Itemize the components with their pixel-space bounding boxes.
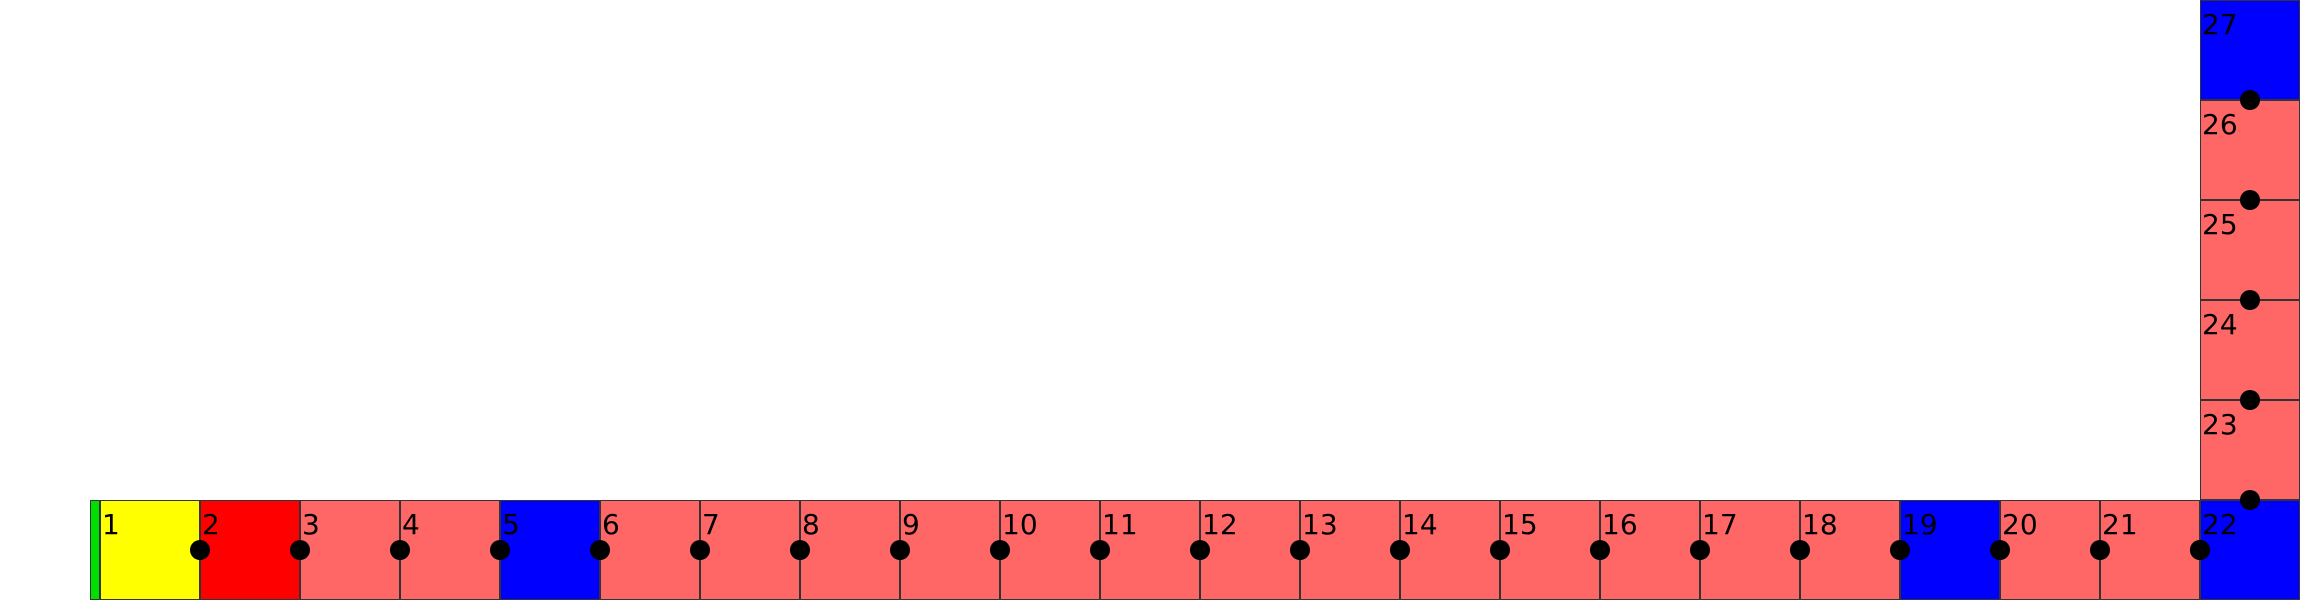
cell-number: 23 <box>2202 408 2238 441</box>
cell-number: 16 <box>1602 508 1638 541</box>
path-dot <box>290 540 310 560</box>
cell-number: 12 <box>1202 508 1238 541</box>
board-cell-9: 9 <box>900 500 1000 600</box>
cell-number: 27 <box>2202 8 2238 41</box>
path-dot <box>1590 540 1610 560</box>
board-cell-16: 16 <box>1600 500 1700 600</box>
cell-number: 25 <box>2202 208 2238 241</box>
path-dot <box>990 540 1010 560</box>
board-cell-11: 11 <box>1100 500 1200 600</box>
board-cell-18: 18 <box>1800 500 1900 600</box>
cell-number: 20 <box>2002 508 2038 541</box>
board-cell-14: 14 <box>1400 500 1500 600</box>
path-dot <box>1790 540 1810 560</box>
board-cell-5: 5 <box>500 500 600 600</box>
cell-number: 15 <box>1502 508 1538 541</box>
board-cell-8: 8 <box>800 500 900 600</box>
cell-number: 1 <box>102 508 120 541</box>
cell-number: 2 <box>202 508 220 541</box>
cell-number: 10 <box>1002 508 1038 541</box>
board-cell-1: 1 <box>100 500 200 600</box>
path-dot <box>590 540 610 560</box>
cell-number: 3 <box>302 508 320 541</box>
path-dot <box>1690 540 1710 560</box>
board-cell-7: 7 <box>700 500 800 600</box>
path-dot <box>1890 540 1910 560</box>
path-dot <box>2240 190 2260 210</box>
board-cell-3: 3 <box>300 500 400 600</box>
board-cell-15: 15 <box>1500 500 1600 600</box>
path-dot <box>390 540 410 560</box>
cell-number: 9 <box>902 508 920 541</box>
path-dot <box>1190 540 1210 560</box>
cell-number: 26 <box>2202 108 2238 141</box>
cell-number: 8 <box>802 508 820 541</box>
board-cell-27: 27 <box>2200 0 2300 100</box>
path-dot <box>2240 490 2260 510</box>
path-dot <box>1490 540 1510 560</box>
path-dot <box>490 540 510 560</box>
path-dot <box>2240 390 2260 410</box>
path-dot <box>2240 90 2260 110</box>
cell-number: 17 <box>1702 508 1738 541</box>
board-cell-6: 6 <box>600 500 700 600</box>
board-cell-26: 26 <box>2200 100 2300 200</box>
path-dot <box>2090 540 2110 560</box>
cell-number: 13 <box>1302 508 1338 541</box>
cell-number: 14 <box>1402 508 1438 541</box>
path-dot <box>2190 540 2210 560</box>
board-cell-23: 23 <box>2200 400 2300 500</box>
path-dot <box>1290 540 1310 560</box>
board-cell-21: 21 <box>2100 500 2200 600</box>
path-dot <box>2240 290 2260 310</box>
cell-number: 21 <box>2102 508 2138 541</box>
cell-number: 19 <box>1902 508 1938 541</box>
board-cell-20: 20 <box>2000 500 2100 600</box>
cell-number: 7 <box>702 508 720 541</box>
board-cell-25: 25 <box>2200 200 2300 300</box>
cell-number: 24 <box>2202 308 2238 341</box>
path-dot <box>690 540 710 560</box>
board-cell-17: 17 <box>1700 500 1800 600</box>
path-dot <box>890 540 910 560</box>
path-dot <box>1090 540 1110 560</box>
board-cell-12: 12 <box>1200 500 1300 600</box>
board-cell-10: 10 <box>1000 500 1100 600</box>
board-cell-2: 2 <box>200 500 300 600</box>
path-dot <box>190 540 210 560</box>
cell-number: 22 <box>2202 508 2238 541</box>
path-dot <box>790 540 810 560</box>
cell-number: 5 <box>502 508 520 541</box>
cell-number: 4 <box>402 508 420 541</box>
path-dot <box>1990 540 2010 560</box>
path-dot <box>1390 540 1410 560</box>
board-cell-24: 24 <box>2200 300 2300 400</box>
board-cell-4: 4 <box>400 500 500 600</box>
board-cell-22: 22 <box>2200 500 2300 600</box>
start-marker <box>90 500 100 600</box>
cell-number: 6 <box>602 508 620 541</box>
cell-number: 11 <box>1102 508 1138 541</box>
board-cell-19: 19 <box>1900 500 2000 600</box>
board-cell-13: 13 <box>1300 500 1400 600</box>
cell-number: 18 <box>1802 508 1838 541</box>
